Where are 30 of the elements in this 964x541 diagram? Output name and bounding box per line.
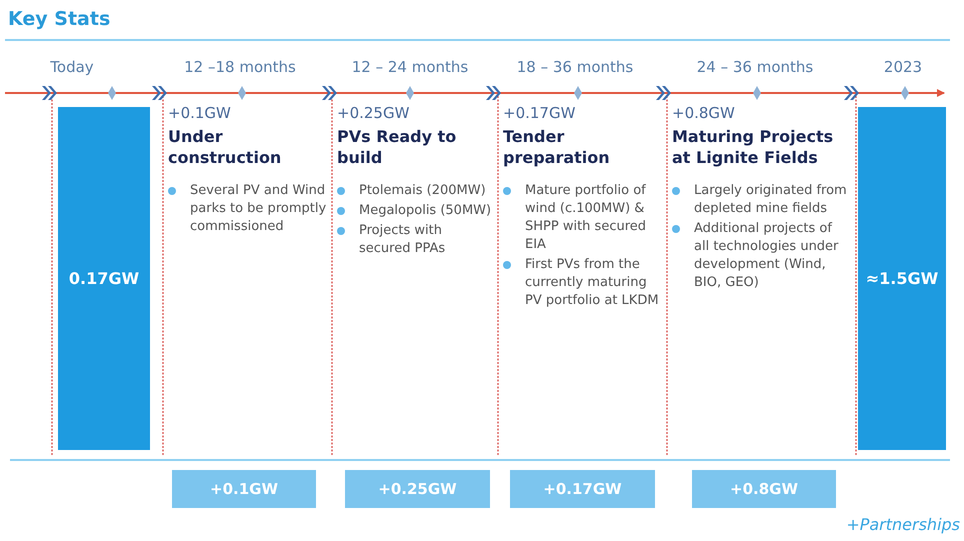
- period-label: 12 – 24 months: [350, 58, 470, 76]
- stage-heading: Tender preparation: [503, 126, 611, 168]
- period-label: 18 – 36 months: [516, 58, 634, 76]
- bullet-text: Mature portfolio of wind (c.100MW) & SHPP with secured EIA: [525, 182, 648, 254]
- stage-heading: Maturing Projects at Lignite Fields: [672, 126, 834, 168]
- bullet-text: Several PV and Wind parks to be promptly commissioned: [190, 182, 328, 236]
- value-box: +0.8GW: [692, 470, 836, 508]
- capacity-label: +0.25GW: [337, 104, 410, 122]
- bullet-text: Ptolemais (200MW): [359, 182, 486, 200]
- value-box: +0.17GW: [510, 470, 655, 508]
- bullet-text: First PVs from the currently maturing PV portfolio at LKDM: [525, 256, 660, 310]
- period-label: Today: [49, 58, 95, 76]
- stage-heading: PVs Ready to build: [337, 126, 458, 168]
- value-bar: ≈1.5GW: [858, 107, 946, 450]
- value-box: +0.25GW: [345, 470, 490, 508]
- note: +Partnerships: [846, 515, 960, 534]
- capacity-label: +0.17GW: [503, 104, 576, 122]
- bullet-text: Projects with secured PPAs: [359, 222, 446, 258]
- bullet-text: Megalopolis (50MW): [359, 202, 492, 220]
- capacity-label: +0.8GW: [672, 104, 736, 122]
- value-bar: 0.17GW: [58, 107, 150, 450]
- bullet-text: Additional projects of all technologies under development (Wind, BIO, GEO): [694, 220, 840, 292]
- value-box: +0.1GW: [172, 470, 316, 508]
- period-label: 2023: [882, 58, 924, 76]
- period-label: 24 – 36 months: [696, 58, 814, 76]
- bullet-text: Largely originated from depleted mine fields: [694, 182, 848, 218]
- title: Key Stats: [8, 8, 110, 30]
- capacity-label: +0.1GW: [168, 104, 232, 122]
- period-label: 12 –18 months: [183, 58, 297, 76]
- stage-heading: Under construction: [168, 126, 282, 168]
